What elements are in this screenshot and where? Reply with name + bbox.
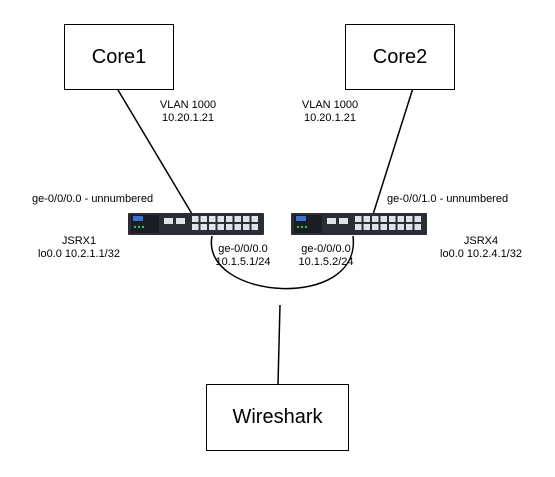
- wireshark-label: Wireshark: [232, 406, 323, 428]
- jsrx1-device: [128, 213, 264, 235]
- ethernet-port-icon: [226, 216, 233, 222]
- ethernet-port-icon: [226, 224, 233, 230]
- juniper-logo-icon: [133, 216, 143, 221]
- ethernet-port-icon: [251, 216, 258, 222]
- core1-vlan: VLAN 1000: [159, 99, 217, 111]
- ethernet-port-icon: [355, 224, 362, 230]
- jsrx4-lan-ip: 10.1.5.2/24: [298, 256, 354, 268]
- jsrx1-port-row: [192, 216, 258, 230]
- ethernet-port-icon: [363, 224, 370, 230]
- wireshark-node: Wireshark: [206, 384, 349, 451]
- jsrx4-lan-label: ge-0/0/0.0 10.1.5.2/24: [288, 243, 364, 269]
- jsrx1-loopback: lo0.0 10.2.1.1/32: [38, 248, 120, 260]
- ethernet-port-icon: [372, 224, 379, 230]
- jsrx1-name: JSRX1: [61, 235, 97, 247]
- ethernet-port-icon: [380, 216, 387, 222]
- link-jsrx1-jsrx4: [210, 235, 354, 290]
- jsrx1-lan-label: ge-0/0/0.0 10.1.5.1/24: [205, 243, 281, 269]
- link-wireshark: [277, 304, 281, 385]
- ethernet-port-icon: [372, 216, 379, 222]
- ethernet-port-icon: [209, 224, 216, 230]
- ethernet-port-icon: [363, 216, 370, 222]
- jsrx1-lan-ip: 10.1.5.1/24: [215, 256, 271, 268]
- ethernet-port-icon: [406, 224, 413, 230]
- ethernet-port-icon: [192, 224, 199, 230]
- ethernet-port-icon: [397, 216, 404, 222]
- ethernet-port-icon: [234, 216, 241, 222]
- core1-node: Core1: [64, 24, 174, 90]
- core1-ip: 10.20.1.21: [162, 112, 214, 124]
- core1-link-label: VLAN 1000 10.20.1.21: [150, 99, 226, 125]
- ethernet-port-icon: [355, 216, 362, 222]
- ethernet-port-icon: [200, 216, 207, 222]
- ethernet-port-icon: [389, 224, 396, 230]
- core2-node: Core2: [345, 24, 455, 90]
- ethernet-port-icon: [414, 216, 421, 222]
- juniper-logo-icon: [296, 216, 306, 221]
- core2-ip: 10.20.1.21: [304, 112, 356, 124]
- ethernet-port-icon: [217, 224, 224, 230]
- ethernet-port-icon: [217, 216, 224, 222]
- ethernet-port-icon: [243, 216, 250, 222]
- ethernet-port-icon: [234, 224, 241, 230]
- ethernet-port-icon: [200, 224, 207, 230]
- ethernet-port-icon: [209, 216, 216, 222]
- ethernet-port-icon: [243, 224, 250, 230]
- link-core1-jsrx1: [117, 89, 199, 225]
- link-core2-jsrx4: [369, 87, 414, 225]
- ethernet-port-icon: [251, 224, 258, 230]
- jsrx4-port-row: [355, 216, 421, 230]
- jsrx4-device: [291, 213, 427, 235]
- jsrx4-name: JSRX4: [463, 235, 499, 247]
- core1-label: Core1: [91, 45, 147, 68]
- ethernet-port-icon: [389, 216, 396, 222]
- jsrx4-uplink-interface: ge-0/0/1.0 - unnumbered: [387, 193, 509, 205]
- ethernet-port-icon: [380, 224, 387, 230]
- ethernet-port-icon: [397, 224, 404, 230]
- core2-vlan: VLAN 1000: [301, 99, 359, 111]
- core2-label: Core2: [372, 45, 428, 68]
- ethernet-port-icon: [414, 224, 421, 230]
- jsrx4-loopback: lo0.0 10.2.4.1/32: [440, 248, 522, 260]
- jsrx4-info: JSRX4 lo0.0 10.2.4.1/32: [426, 235, 536, 261]
- jsrx4-lan-interface: ge-0/0/0.0: [301, 243, 351, 255]
- ethernet-port-icon: [406, 216, 413, 222]
- jsrx1-info: JSRX1 lo0.0 10.2.1.1/32: [24, 235, 134, 261]
- ethernet-port-icon: [192, 216, 199, 222]
- jsrx1-uplink-interface: ge-0/0/0.0 - unnumbered: [32, 193, 154, 205]
- core2-link-label: VLAN 1000 10.20.1.21: [292, 99, 368, 125]
- jsrx1-lan-interface: ge-0/0/0.0: [218, 243, 268, 255]
